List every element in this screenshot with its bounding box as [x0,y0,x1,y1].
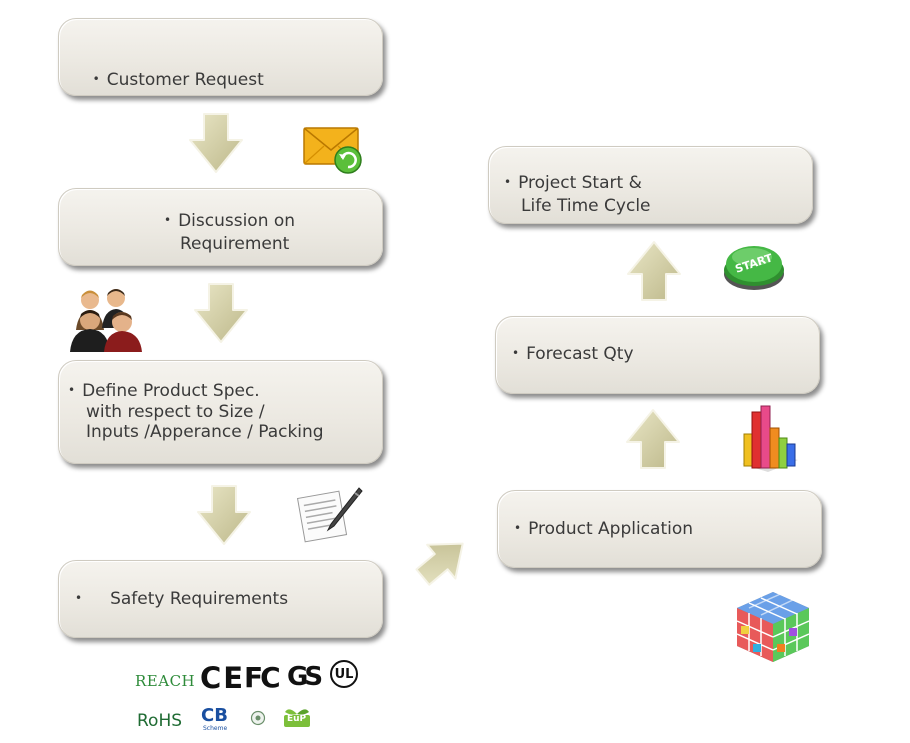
step-label-line2: Requirement [180,234,290,254]
step-label-line2: with respect to Size / [86,402,265,422]
rohs-logo: RoHS [137,711,183,731]
gs-logo: GS [287,662,323,692]
cb-logo: CB [201,705,228,726]
cb-logo-sub: Scheme [203,725,228,732]
step-discussion: • Discussion on Requirement [58,188,383,266]
step-safety: • Safety Requirements [58,560,383,638]
step-label-line1: Define Product Spec. [82,381,260,401]
bar-chart-icon [742,405,798,472]
step-project-start: • Project Start & Life Time Cycle [488,146,813,224]
bullet: • [512,346,520,360]
eup-leaf-icon [284,709,310,727]
step-label-line1: Discussion on [178,211,296,231]
bullet: • [164,213,172,227]
app-cube-icon [736,591,810,662]
bullet: • [75,591,83,605]
ul-logo: UL [330,660,358,688]
arrow-up-2 [627,241,681,301]
arrow-diagonal [415,542,464,586]
bullet: • [68,383,76,397]
arrow-down-2 [194,283,248,343]
bullet: • [504,175,512,189]
arrow-down-1 [189,113,243,173]
step-label: Customer Request [106,70,264,90]
people-icon [70,289,142,352]
document-pen-icon [296,487,363,543]
step-forecast-qty: • Forecast Qty [495,316,820,394]
envelope-icon [303,127,362,174]
step-label: Safety Requirements [110,589,289,609]
ce-logo: CE [200,661,246,695]
step-define-spec: • Define Product Spec. with respect to Si… [58,360,383,464]
step-label: Product Application [528,519,694,539]
ul-logo-text: UL [334,667,354,682]
reach-logo: REACH [135,672,196,690]
arrow-down-3 [197,485,251,545]
bullet: • [514,521,522,535]
step-customer-request: • Customer Request [58,18,383,96]
step-label-line3: Inputs /Apperance / Packing [86,422,324,442]
step-product-application: • Product Application [497,490,822,568]
step-label-line2: Life Time Cycle [521,196,651,216]
fc-logo: FC [244,661,281,694]
start-button-icon: START [724,246,784,290]
bullet: • [92,72,100,86]
step-label-line1: Project Start & [518,173,642,193]
eup-logo: EuP [287,714,307,724]
step-label: Forecast Qty [526,344,634,364]
recycle-mark-icon [250,710,266,726]
arrow-up-1 [626,409,680,469]
